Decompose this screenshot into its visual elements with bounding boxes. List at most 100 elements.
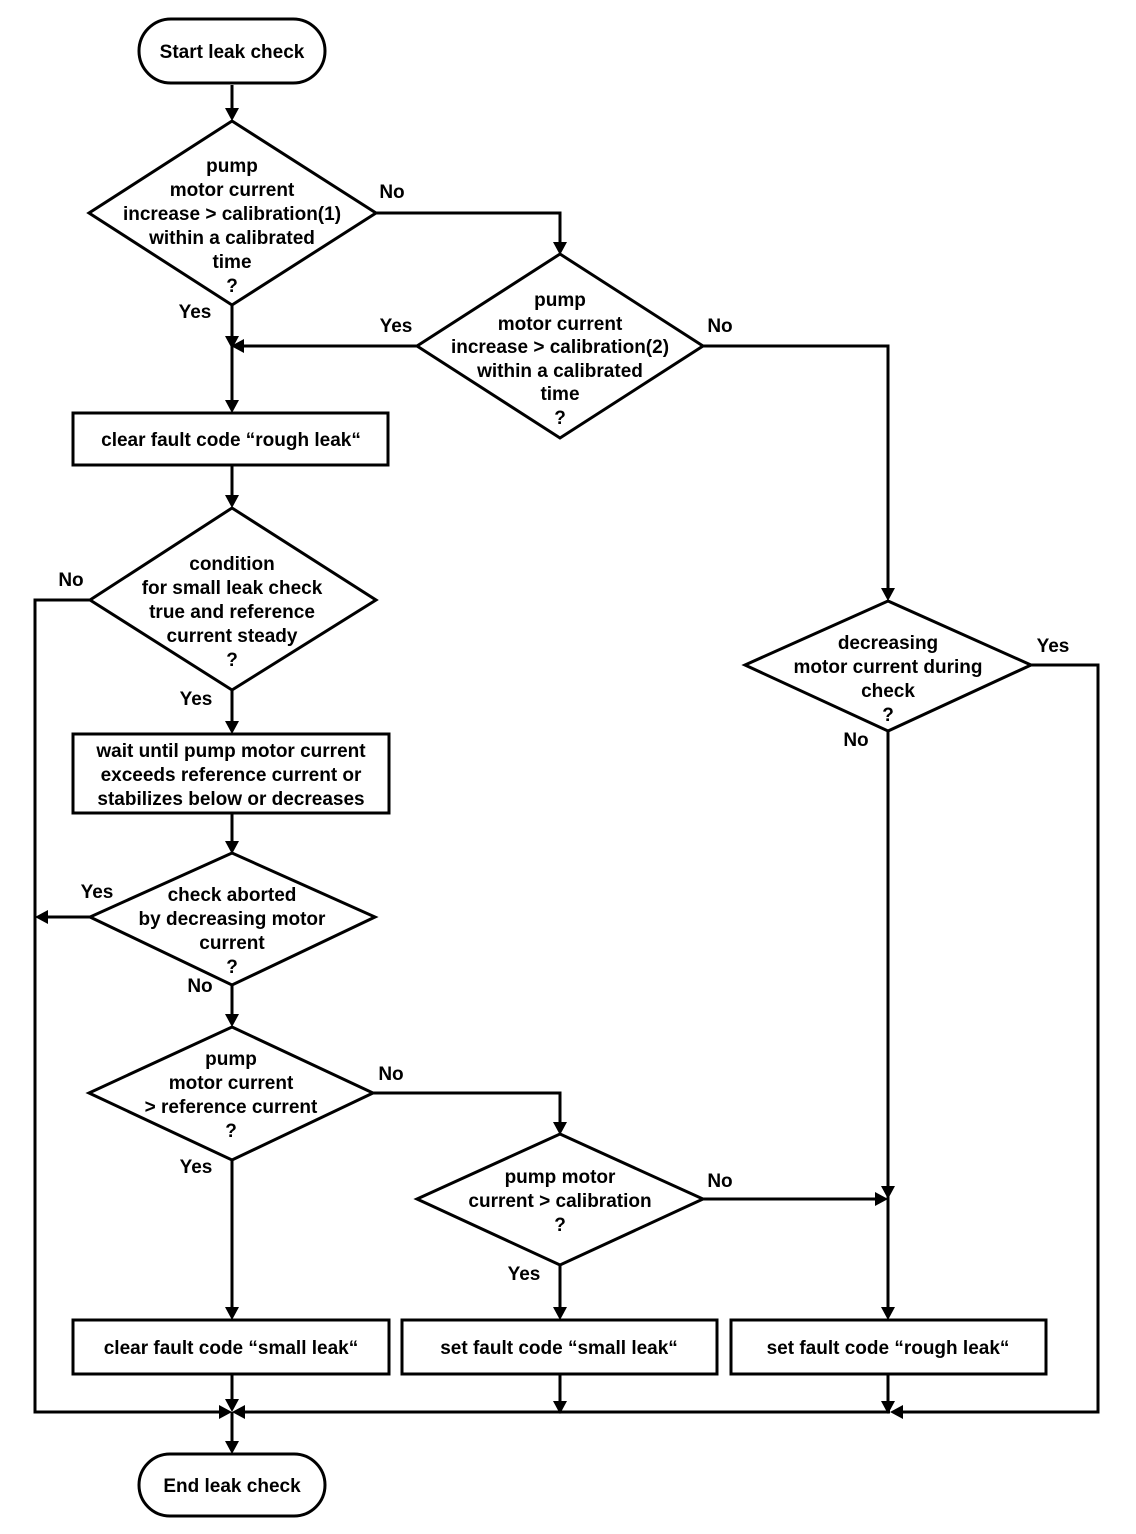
d3-yes-label: Yes [180, 689, 213, 710]
arrow-box2-d4 [225, 841, 239, 854]
decision-2-line: increase > calibration(2) [451, 337, 669, 358]
arrow-box4-merge [553, 1401, 567, 1414]
process-clear-rough-leak [71, 411, 390, 467]
process-clear-small-leak-label: clear fault code “small leak“ [104, 1338, 359, 1359]
decision-3-line: true and reference [149, 602, 315, 623]
arrow-d5-d6 [553, 1122, 567, 1135]
arrow-d4-d5 [225, 1014, 239, 1027]
arrow-bottom-merge [232, 1405, 245, 1419]
decision-6-line: pump motor [505, 1167, 616, 1188]
decision-7 [741, 599, 1035, 733]
d2-yes-label: Yes [380, 316, 413, 337]
decision-3-line: condition [189, 554, 274, 575]
decision-7-text: decreasing motor current during check ? [794, 633, 983, 726]
decision-1-line: within a calibrated [148, 228, 315, 249]
arrowheads [35, 108, 903, 1454]
end-terminal [137, 1452, 327, 1518]
arrow-box1-d3 [225, 495, 239, 508]
process-set-small-leak [400, 1318, 719, 1376]
decision-5-line: > reference current [145, 1097, 318, 1118]
d2-no-label: No [707, 316, 732, 337]
decision-4-text: check aborted by decreasing motor curren… [139, 885, 326, 978]
arrow-left-rail-merge [219, 1405, 232, 1419]
decision-4-line: current [199, 933, 265, 954]
decision-2-line: within a calibrated [476, 361, 643, 382]
arrow-d2-d7 [881, 588, 895, 601]
decision-6-line: current > calibration [468, 1191, 651, 1212]
process-wait-line: wait until pump motor current [95, 741, 366, 762]
d7-yes-label: Yes [1037, 636, 1070, 657]
process-clear-small-leak [71, 1318, 391, 1376]
decision-2-line: motor current [498, 314, 623, 335]
d1-no-label: No [379, 182, 404, 203]
process-wait-line: exceeds reference current or [101, 765, 362, 786]
arrow-merge-box1 [225, 400, 239, 413]
d5-no-label: No [378, 1064, 403, 1085]
decision-1-line: motor current [170, 180, 295, 201]
decision-2-line: pump [534, 290, 586, 311]
process-set-small-leak-label: set fault code “small leak“ [440, 1338, 678, 1359]
arrow-right-rail-merge [890, 1405, 903, 1419]
decision-4-line: check aborted [168, 885, 297, 906]
end-label: End leak check [163, 1476, 301, 1497]
start-label: Start leak check [160, 42, 305, 63]
decision-6-line: ? [554, 1215, 566, 1236]
d6-yes-label: Yes [508, 1264, 541, 1285]
decision-6-text: pump motor current > calibration ? [468, 1167, 651, 1236]
decision-3-text: condition for small leak check true and … [142, 554, 323, 671]
d1-yes-label: Yes [179, 302, 212, 323]
d7-no-label: No [843, 730, 868, 751]
process-wait [71, 732, 391, 815]
decision-1 [86, 119, 379, 307]
decision-2-line: ? [554, 408, 566, 429]
branch-labels: No Yes Yes No No Yes Yes No No Yes No Ye… [58, 182, 1069, 1285]
d4-no-label: No [187, 976, 212, 997]
process-clear-rough-leak-label: clear fault code “rough leak“ [101, 430, 361, 451]
arrow-d7-merge [881, 1186, 895, 1199]
decision-5-text: pump motor current > reference current ? [145, 1049, 318, 1142]
decision-5-line: ? [225, 1121, 237, 1142]
decision-2-text: pump motor current increase > calibratio… [451, 290, 669, 429]
arrow-d6-box4 [553, 1307, 567, 1320]
arrow-d6-merge [875, 1192, 888, 1206]
process-set-rough-leak-label: set fault code “rough leak“ [767, 1338, 1010, 1359]
process-wait-line: stabilizes below or decreases [97, 789, 364, 810]
arrow-start-d1 [225, 108, 239, 121]
arrow-merge-end [225, 1441, 239, 1454]
arrow-d4-rail [35, 910, 48, 924]
start-terminal [137, 17, 327, 85]
decision-7-line: ? [882, 705, 894, 726]
process-set-rough-leak [729, 1318, 1048, 1376]
decision-5 [85, 1025, 377, 1162]
connectors [33, 85, 1100, 1444]
decision-7-line: motor current during [794, 657, 983, 678]
process-wait-text: wait until pump motor current exceeds re… [95, 741, 366, 810]
decision-4-line: by decreasing motor [139, 909, 326, 930]
decision-4-line: ? [226, 957, 238, 978]
decision-7-line: check [861, 681, 915, 702]
decision-1-text: pump motor current increase > calibratio… [123, 156, 341, 297]
arrow-box3-merge [225, 1399, 239, 1412]
decision-1-line: time [212, 252, 251, 273]
d6-no-label: No [707, 1171, 732, 1192]
arrow-d3-box2 [225, 721, 239, 734]
decision-4 [86, 851, 379, 987]
decision-1-line: pump [206, 156, 258, 177]
arrow-d5-box3 [225, 1307, 239, 1320]
arrow-d1-merge [225, 336, 239, 349]
decision-2 [414, 252, 706, 440]
decision-6 [413, 1132, 707, 1267]
d4-yes-label: Yes [81, 882, 114, 903]
arrow-d1-d2 [553, 242, 567, 255]
decision-3-line: current steady [167, 626, 298, 647]
decision-1-line: ? [226, 276, 238, 297]
d3-no-label: No [58, 570, 83, 591]
arrow-d2-merge [231, 339, 244, 353]
decision-2-line: time [540, 384, 579, 405]
decision-3-line: ? [226, 650, 238, 671]
decision-5-line: motor current [169, 1073, 294, 1094]
decision-3-line: for small leak check [142, 578, 323, 599]
decision-1-line: increase > calibration(1) [123, 204, 341, 225]
decision-5-line: pump [205, 1049, 257, 1070]
